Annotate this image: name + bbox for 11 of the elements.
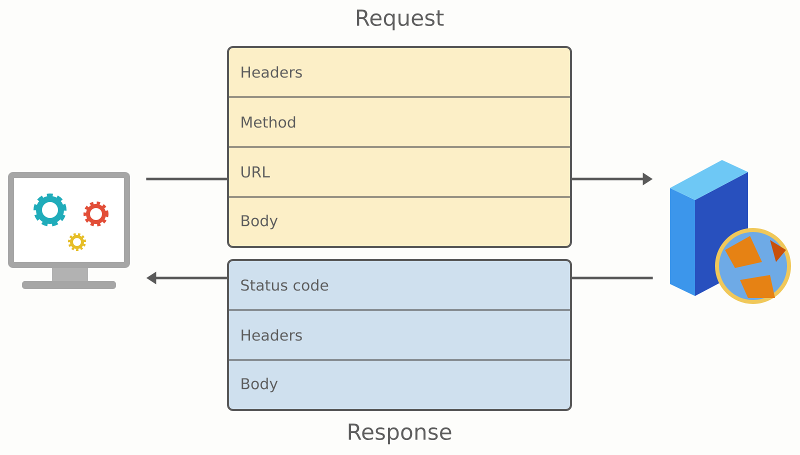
heading: Response [348, 424, 452, 444]
row-label: Body [242, 378, 278, 392]
row-label: Headers [242, 329, 302, 341]
heading: Request [357, 10, 444, 30]
row-label: Method [242, 116, 296, 128]
row-label: URL [242, 166, 270, 178]
row-label: Status code [241, 279, 328, 291]
row-label: Headers [242, 66, 302, 78]
picture [670, 160, 791, 304]
picture [8, 172, 130, 289]
row-label: Body [242, 214, 278, 230]
